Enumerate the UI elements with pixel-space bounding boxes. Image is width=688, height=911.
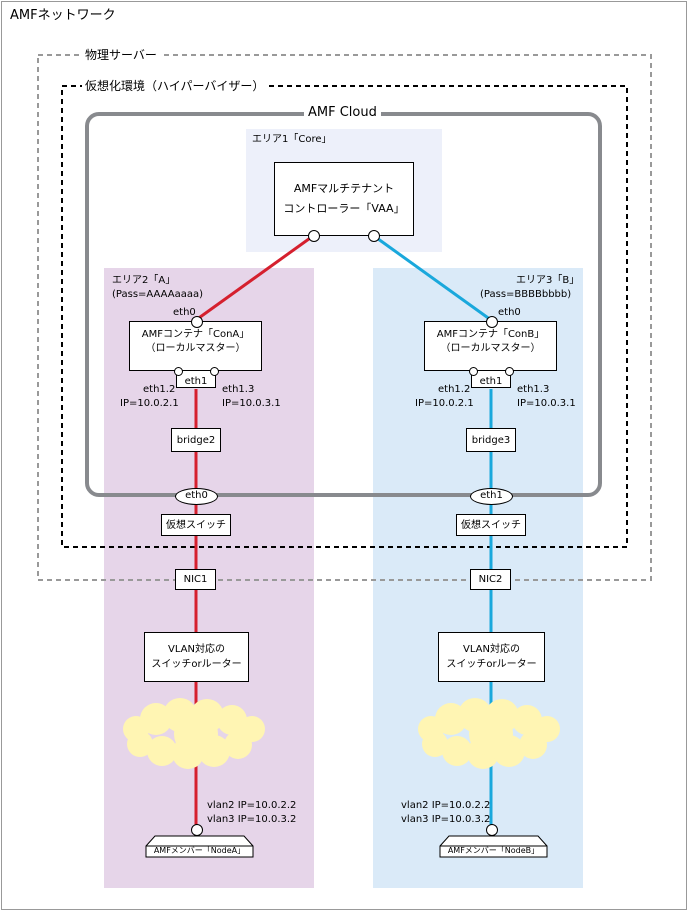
cona-ip12: IP=10.0.2.1 bbox=[120, 398, 179, 409]
vswitch-a: 仮想スイッチ bbox=[161, 514, 231, 536]
cona-eth0-label: eth0 bbox=[173, 307, 196, 318]
bridge2: bridge2 bbox=[171, 428, 221, 452]
conb-eth0-label: eth0 bbox=[498, 307, 521, 318]
nodea-port bbox=[191, 824, 203, 836]
conb-line2: （ローカルマスター） bbox=[440, 343, 541, 354]
member-nodeb: AMFメンバー「NodeB」 bbox=[447, 846, 540, 855]
vswitch-b: 仮想スイッチ bbox=[456, 514, 526, 536]
conb-ip13: IP=10.0.3.1 bbox=[517, 398, 576, 409]
vaa-port-right bbox=[368, 230, 380, 242]
hypervisor-label: 仮想化環境（ハイパーバイザー） bbox=[82, 79, 268, 93]
area2-label: エリア2「A」 bbox=[112, 275, 176, 286]
vaa-port-left bbox=[308, 230, 320, 242]
nodeb-vlan3: vlan3 IP=10.0.3.2 bbox=[401, 814, 491, 825]
network-title: AMFネットワーク bbox=[10, 8, 116, 23]
vlan-switch-a: VLAN対応の スイッチorルーター bbox=[144, 632, 249, 682]
conb-eth1-dot-right bbox=[505, 367, 514, 376]
nodea-vlan3: vlan3 IP=10.0.3.2 bbox=[207, 814, 297, 825]
container-conb: AMFコンテナ「ConB」 （ローカルマスター） bbox=[424, 321, 557, 371]
conb-eth1-dot-left bbox=[469, 367, 478, 376]
vlan-switch-a-line2: スイッチorルーター bbox=[151, 659, 242, 670]
area3-label: エリア3「B」 bbox=[516, 275, 580, 286]
vlan-switch-b-line1: VLAN対応の bbox=[463, 644, 520, 655]
cloud-eth1-port bbox=[470, 488, 513, 505]
nodeb-vlan2: vlan2 IP=10.0.2.2 bbox=[401, 800, 491, 811]
vlan-switch-a-line1: VLAN対応の bbox=[168, 644, 225, 655]
nodeb-port bbox=[486, 824, 498, 836]
cloud-eth0-port bbox=[175, 488, 218, 505]
vlan-switch-b-line2: スイッチorルーター bbox=[446, 659, 537, 670]
cona-line1: AMFコンテナ「ConA」 bbox=[141, 329, 250, 340]
amf-cloud-label: AMF Cloud bbox=[304, 105, 381, 121]
conb-ip12: IP=10.0.2.1 bbox=[415, 398, 474, 409]
bridge3: bridge3 bbox=[466, 428, 516, 452]
cloud-eth0-label: eth0 bbox=[185, 490, 208, 501]
conb-eth13-label: eth1.3 bbox=[517, 384, 550, 395]
vaa-controller-line2: コントローラー「VAA」 bbox=[283, 202, 405, 215]
cona-ip13: IP=10.0.3.1 bbox=[222, 398, 281, 409]
cona-eth12-label: eth1.2 bbox=[143, 384, 176, 395]
cona-eth1-port: eth1 bbox=[176, 370, 216, 388]
nic2: NIC2 bbox=[470, 569, 511, 590]
container-cona: AMFコンテナ「ConA」 （ローカルマスター） bbox=[129, 321, 262, 371]
cona-eth1-dot-right bbox=[210, 367, 219, 376]
cona-eth13-label: eth1.3 bbox=[222, 384, 255, 395]
conb-eth1-port: eth1 bbox=[471, 370, 511, 388]
conb-eth0-port bbox=[486, 316, 498, 328]
vlan-switch-b: VLAN対応の スイッチorルーター bbox=[438, 632, 545, 682]
nodea-vlan2: vlan2 IP=10.0.2.2 bbox=[207, 800, 297, 811]
area1-label: エリア1「Core」 bbox=[252, 134, 332, 145]
cona-line2: （ローカルマスター） bbox=[145, 343, 246, 354]
cona-eth0-port bbox=[191, 316, 203, 328]
vaa-controller-line1: AMFマルチテナント bbox=[293, 182, 395, 195]
conb-eth12-label: eth1.2 bbox=[438, 384, 471, 395]
member-nodea: AMFメンバー「NodeA」 bbox=[153, 846, 246, 855]
conb-line1: AMFコンテナ「ConB」 bbox=[436, 329, 545, 340]
vaa-controller: AMFマルチテナント コントローラー「VAA」 bbox=[274, 162, 414, 236]
cloud-eth1-label: eth1 bbox=[480, 490, 503, 501]
cona-eth1-dot-left bbox=[174, 367, 183, 376]
area3-pass: (Pass=BBBBbbbb) bbox=[480, 289, 572, 300]
physical-server-label: 物理サーバー bbox=[82, 48, 160, 62]
nic1: NIC1 bbox=[175, 569, 216, 590]
area2-pass: (Pass=AAAAaaaa) bbox=[112, 289, 204, 300]
